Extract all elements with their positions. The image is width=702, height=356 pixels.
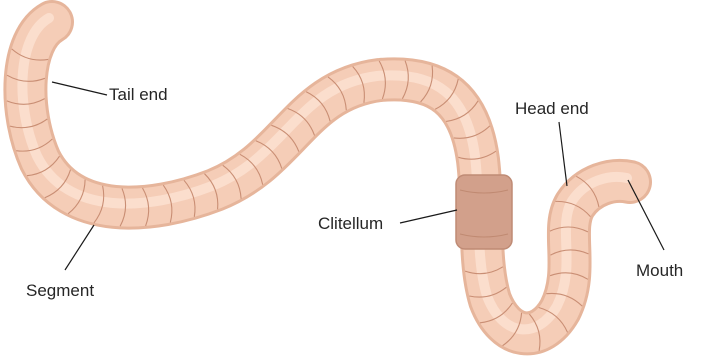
- clitellum-label: Clitellum: [318, 215, 383, 232]
- segment-label: Segment: [26, 282, 94, 299]
- head-end-label: Head end: [515, 100, 589, 117]
- tail-end-label: Tail end: [109, 86, 168, 103]
- mouth-label: Mouth: [636, 262, 683, 279]
- worm-body-highlight: [22, 18, 627, 329]
- clitellum-leader-line: [400, 210, 457, 223]
- segment-leader-line: [65, 225, 94, 270]
- tail-end-leader-line: [52, 82, 107, 95]
- clitellum-band: [456, 175, 512, 249]
- head-end-leader-line: [559, 122, 567, 186]
- worm-body: [22, 18, 630, 333]
- worm-body-fill: [25, 22, 630, 333]
- worm-body-outline: [25, 22, 630, 333]
